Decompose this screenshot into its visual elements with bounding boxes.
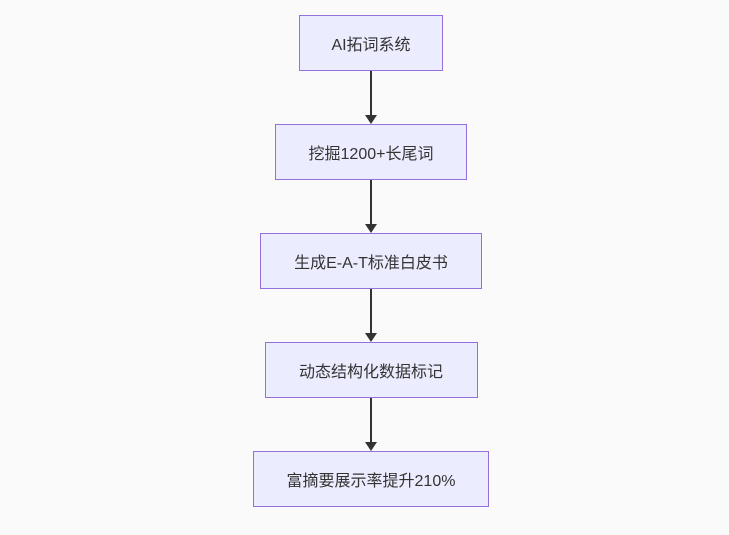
arrow-line	[370, 180, 372, 225]
flow-node-structured-data-markup: 动态结构化数据标记	[264, 342, 478, 398]
flow-node-label: 生成E-A-T标准白皮书	[294, 255, 448, 272]
arrow-line	[370, 398, 372, 443]
arrow-down-icon	[365, 333, 377, 342]
flow-node-longtail-mining: 挖掘1200+长尾词	[275, 124, 467, 180]
flow-edge-3	[365, 289, 377, 342]
flowchart: AI拓词系统 挖掘1200+长尾词 生成E-A-T标准白皮书 动态结构化数据标记	[253, 15, 489, 507]
flow-edge-2	[365, 180, 377, 233]
flow-node-label: 挖掘1200+长尾词	[308, 146, 434, 163]
arrow-line	[370, 289, 372, 334]
flow-edge-1	[365, 71, 377, 124]
flow-node-ai-keyword-system: AI拓词系统	[299, 15, 443, 71]
flow-edge-4	[365, 398, 377, 451]
arrow-down-icon	[365, 224, 377, 233]
arrow-down-icon	[365, 442, 377, 451]
flow-node-rich-snippet-result: 富摘要展示率提升210%	[253, 451, 489, 507]
flow-node-label: 动态结构化数据标记	[298, 364, 443, 381]
flow-node-label: 富摘要展示率提升210%	[286, 473, 456, 490]
arrow-down-icon	[365, 115, 377, 124]
flow-node-label: AI拓词系统	[331, 37, 411, 54]
arrow-line	[370, 71, 372, 116]
flow-node-eat-whitepaper: 生成E-A-T标准白皮书	[260, 233, 482, 289]
